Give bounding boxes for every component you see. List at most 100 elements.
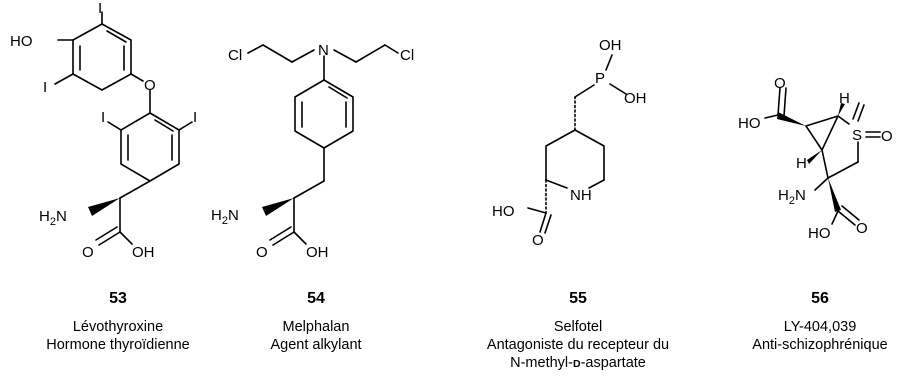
compound-name: Lévothyroxine: [73, 319, 163, 335]
bond-c-c: [293, 180, 325, 199]
atom-oh: OH: [132, 244, 155, 261]
bond-c-oh: [293, 231, 307, 245]
bond-ch2-c: [827, 161, 859, 179]
bond-c-c: [262, 44, 293, 63]
bond-c-o: [272, 231, 295, 246]
bond-c-o: [98, 231, 121, 246]
compound-53-structure: HO I I I I O H2N O OH: [10, 0, 197, 261]
compound-54-structure: Cl N Cl H2N O OH: [211, 42, 414, 261]
atom-cl: Cl: [400, 47, 414, 64]
bond-c-c: [821, 115, 839, 151]
atom-h2n: H2N: [211, 207, 239, 227]
bond-s-o2-double: [852, 102, 860, 120]
compound-name: LY-404,039: [784, 319, 857, 335]
compound-56-caption: 56 LY-404,039 Anti-schizophrénique: [752, 290, 887, 353]
compound-description: Agent alkylant: [270, 337, 361, 353]
atom-ho: HO: [10, 33, 33, 50]
compound-description: Anti-schizophrénique: [752, 337, 887, 353]
bond-c-oh2: [119, 231, 133, 245]
bond-p-oh: [609, 83, 627, 95]
compound-53-caption: 53 Lévothyroxine Hormone thyroïdienne: [46, 290, 189, 353]
compound-name: Melphalan: [283, 319, 350, 335]
wedge-bond-h: [838, 103, 845, 116]
bond-c-oh: [527, 207, 547, 214]
bond-c-o-double: [269, 226, 292, 241]
compound-description: Hormone thyroïdienne: [46, 337, 189, 353]
compound-number: 54: [307, 290, 325, 307]
atom-o: O: [881, 128, 893, 145]
bond-c-c: [355, 44, 386, 63]
bond-n-c: [333, 49, 357, 63]
atom-i: I: [43, 79, 47, 96]
bond-c-o: [539, 212, 547, 233]
atom-h2n: H2N: [778, 187, 806, 207]
wedge-bond: [828, 178, 841, 212]
wedge-bond: [262, 198, 294, 216]
bond-c-s: [837, 115, 850, 125]
atom-oh: OH: [599, 37, 622, 54]
atom-p: P: [595, 70, 605, 87]
bond-p-oh: [605, 54, 613, 71]
bond-c-c: [821, 149, 829, 179]
bond-c-o-double: [841, 205, 860, 221]
bond-c-o-double: [544, 214, 552, 234]
compound-54-ring: [294, 79, 354, 149]
atom-oh: OH: [624, 90, 647, 107]
atom-i: I: [98, 0, 102, 17]
bond-ch2-p: [574, 84, 595, 98]
compound-description-line2: N-methyl-D-aspartate: [510, 355, 646, 371]
bond-c-o-double: [95, 226, 118, 241]
atom-nh: NH: [570, 187, 592, 204]
bond-c-cl: [384, 44, 399, 54]
bond-s-o2: [857, 104, 865, 122]
compound-53-ring-top: [72, 23, 132, 91]
atom-o-carbonyl: O: [256, 244, 268, 261]
bond-c-n: [291, 49, 315, 63]
compound-56-structure: O HO H S O H H2N O HO: [738, 75, 893, 242]
atom-ho: HO: [808, 225, 831, 242]
bond-c-i3: [107, 121, 122, 131]
compound-number: 56: [811, 290, 829, 307]
bond-c-o-double: [783, 87, 787, 117]
atom-o: O: [856, 220, 868, 237]
bond-c-c: [805, 115, 839, 127]
bond-c-oh: [764, 114, 779, 119]
wedge-bond-h: [807, 150, 822, 164]
bond-ch2: [119, 180, 151, 199]
atom-n: N: [318, 42, 329, 59]
bond-cl-c: [247, 44, 264, 54]
bond-c-n: [814, 177, 829, 191]
atom-oh: OH: [306, 244, 329, 261]
atom-o-carbonyl: O: [82, 244, 94, 261]
compound-name: Selfotel: [554, 319, 602, 335]
wedge-bond: [88, 198, 120, 216]
atom-o: O: [144, 77, 156, 94]
atom-ho: HO: [492, 203, 515, 220]
bond-c-i4: [178, 121, 193, 131]
compound-53-ring-bottom: [120, 112, 180, 182]
wedge-bond: [777, 112, 806, 126]
atom-h2n: H2N: [39, 208, 67, 228]
compound-number: 53: [109, 290, 127, 307]
atom-ho: HO: [738, 115, 761, 132]
atom-cl: Cl: [228, 47, 242, 64]
atom-o: O: [532, 232, 544, 249]
bond-c-oh: [831, 210, 839, 225]
bond-c-o-ether: [130, 73, 144, 82]
compound-55-caption: 55 Selfotel Antagoniste du recepteur du …: [487, 290, 669, 371]
bond-c-o: [837, 210, 856, 226]
compound-description: Antagoniste du recepteur du: [487, 337, 669, 353]
atom-i: I: [101, 109, 105, 126]
atom-s: S: [852, 127, 862, 144]
bond-c-i2: [54, 73, 74, 85]
compound-54-caption: 54 Melphalan Agent alkylant: [270, 290, 361, 353]
bond-c-c: [805, 125, 823, 151]
atom-i: I: [193, 109, 197, 126]
atom-h: H: [839, 90, 850, 107]
atom-o: O: [774, 75, 786, 92]
compound-55-piperidine-ring: [545, 129, 605, 189]
bond-c-o: [777, 87, 781, 116]
compound-number: 55: [569, 290, 587, 307]
atom-h: H: [796, 155, 807, 172]
